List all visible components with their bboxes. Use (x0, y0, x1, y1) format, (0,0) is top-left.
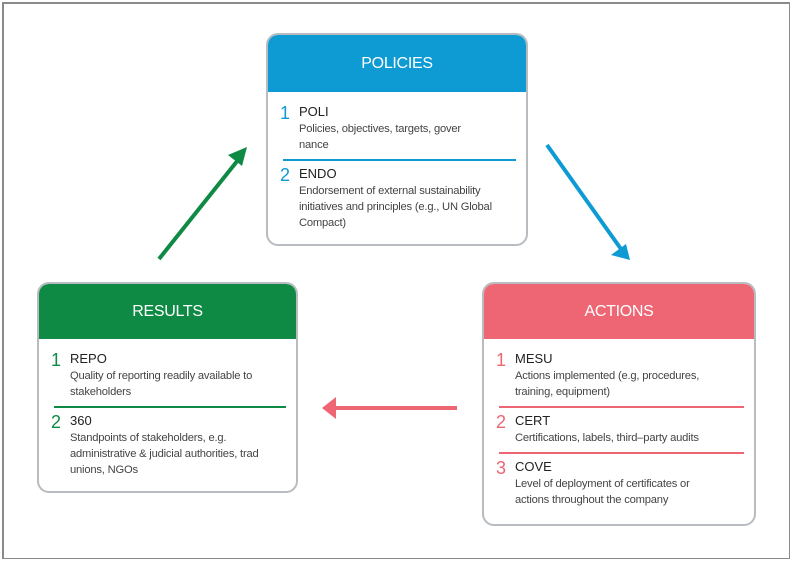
item-divider (499, 452, 744, 454)
arrow-actions-to-results (322, 397, 457, 419)
results-header: RESULTS (39, 284, 296, 339)
item-number: 3 (496, 458, 507, 478)
item-code: CERT (515, 413, 551, 428)
results-card: RESULTS 1 REPO Quality of reporting read… (37, 282, 298, 493)
item-description: Standpoints of stakeholders, e.g. admini… (70, 432, 259, 476)
item-number: 1 (280, 103, 291, 123)
actions-item-1: 1 MESU Actions implemented (e.g, procedu… (496, 350, 744, 400)
item-description: Level of deployment of certificates or a… (515, 478, 690, 506)
actions-item-2: 2 CERT Certifications, labels, third–par… (496, 412, 744, 446)
actions-card: ACTIONS 1 MESU Actions implemented (e.g,… (482, 282, 756, 526)
item-code: ENDO (299, 166, 337, 181)
item-description: Actions implemented (e.g, procedures, tr… (515, 370, 700, 398)
arrow-policies-to-actions (545, 143, 630, 260)
arrow-results-to-policies (157, 147, 247, 261)
item-code: REPO (70, 351, 107, 366)
item-description: Quality of reporting readily available t… (70, 370, 253, 398)
item-number: 2 (280, 165, 291, 185)
item-number: 2 (496, 412, 507, 432)
actions-header: ACTIONS (484, 284, 754, 339)
actions-item-3: 3 COVE Level of deployment of certificat… (496, 458, 744, 508)
item-number: 2 (51, 412, 62, 432)
policies-card: POLICIES 1 POLI Policies, objectives, ta… (266, 33, 528, 246)
item-divider (283, 159, 516, 161)
item-divider (499, 406, 744, 408)
item-description: Policies, objectives, targets, gover nan… (299, 123, 461, 151)
item-number: 1 (51, 350, 62, 370)
results-item-2: 2 360 Standpoints of stakeholders, e.g. … (51, 412, 286, 478)
item-code: POLI (299, 104, 329, 119)
item-description: Endorsement of external sustainability i… (299, 185, 492, 229)
policies-header: POLICIES (268, 35, 526, 92)
item-divider (54, 406, 286, 408)
item-description: Certifications, labels, third–party audi… (515, 432, 699, 444)
results-item-1: 1 REPO Quality of reporting readily avai… (51, 350, 286, 400)
policies-item-1: 1 POLI Policies, objectives, targets, go… (280, 103, 516, 153)
item-code: MESU (515, 351, 553, 366)
item-number: 1 (496, 350, 507, 370)
diagram-frame (2, 2, 790, 559)
item-code: COVE (515, 459, 552, 474)
policies-item-2: 2 ENDO Endorsement of external sustainab… (280, 165, 516, 231)
item-code: 360 (70, 413, 92, 428)
